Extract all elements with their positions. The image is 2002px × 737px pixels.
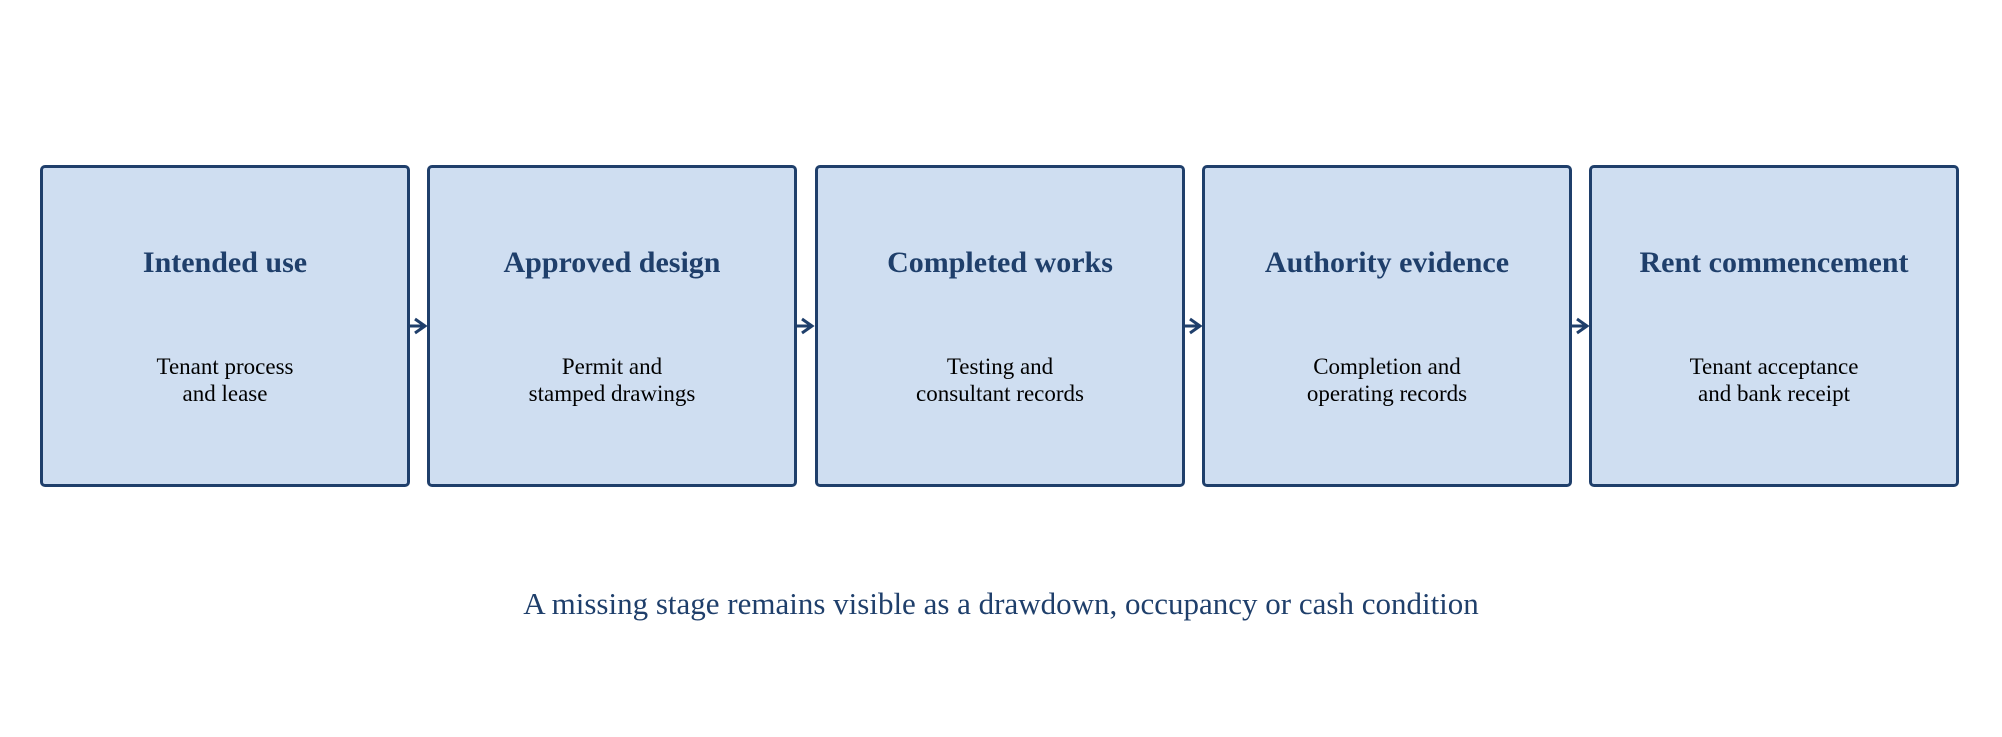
- stage-title: Intended use: [142, 246, 308, 279]
- stage-description: Tenant process and lease: [43, 353, 407, 407]
- flow-arrow-icon: [1572, 317, 1590, 335]
- stage-description-line: Completion and: [1313, 354, 1461, 379]
- stage-description-line: consultant records: [916, 381, 1084, 406]
- stage-description-line: Permit and: [561, 354, 663, 379]
- stage-title: Authority evidence: [1264, 246, 1510, 279]
- stage-description-line: operating records: [1306, 381, 1468, 406]
- stage-description-line: Testing and: [946, 354, 1054, 379]
- stage-description: Testing and consultant records: [818, 353, 1182, 407]
- stage-title: Approved design: [503, 246, 721, 279]
- stage-rent-commencement: Rent commencement Tenant acceptance and …: [1589, 165, 1959, 487]
- stage-approved-design: Approved design Permit and stamped drawi…: [427, 165, 797, 487]
- flow-arrow-icon: [797, 317, 815, 335]
- stage-description: Permit and stamped drawings: [430, 353, 794, 407]
- stage-completed-works: Completed works Testing and consultant r…: [815, 165, 1185, 487]
- stage-description-line: Tenant process: [156, 354, 294, 379]
- stage-title: Completed works: [887, 246, 1113, 279]
- flow-arrow-icon: [410, 317, 428, 335]
- flow-arrow-icon: [1185, 317, 1203, 335]
- stage-intended-use: Intended use Tenant process and lease: [40, 165, 410, 487]
- stage-description-line: and lease: [182, 381, 268, 406]
- stage-description-line: Tenant acceptance: [1689, 354, 1859, 379]
- stage-description-line: and bank receipt: [1698, 381, 1850, 406]
- stage-description: Tenant acceptance and bank receipt: [1592, 353, 1956, 407]
- stage-title: Rent commencement: [1639, 246, 1909, 279]
- diagram-caption: A missing stage remains visible as a dra…: [523, 586, 1479, 621]
- stage-description: Completion and operating records: [1205, 353, 1569, 407]
- stage-description-line: stamped drawings: [528, 381, 696, 406]
- stage-authority-evidence: Authority evidence Completion and operat…: [1202, 165, 1572, 487]
